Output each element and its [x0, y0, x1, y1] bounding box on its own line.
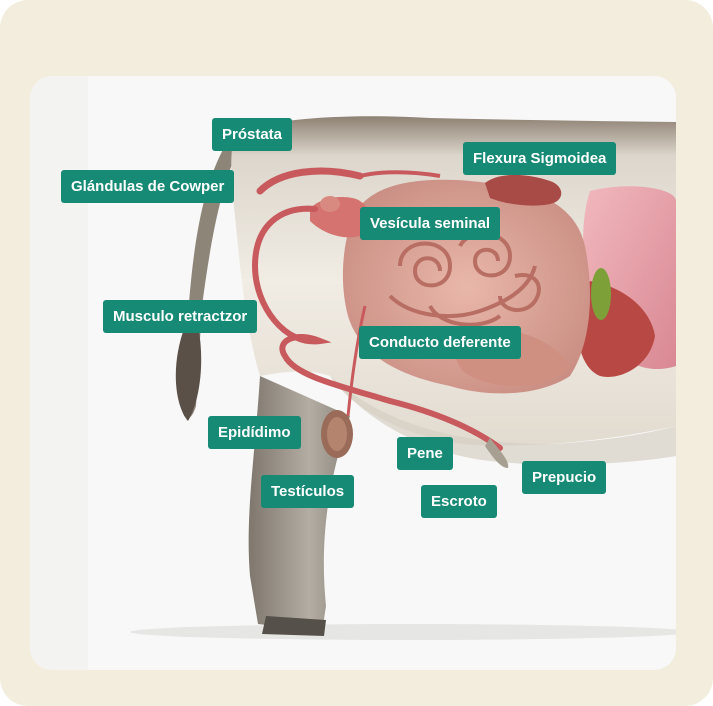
tail-tuft: [175, 326, 202, 421]
label-escroto: Escroto: [421, 485, 497, 518]
testicle-highlight: [327, 417, 347, 451]
label-glandulas-cowper: Glándulas de Cowper: [61, 170, 235, 203]
label-conducto-deferente: Conducto deferente: [359, 326, 521, 359]
penis-tract: [251, 205, 503, 451]
belly-shade: [330, 376, 676, 465]
duct-upper: [359, 170, 441, 178]
gallbladder: [591, 268, 611, 320]
diagram-panel: Próstata Flexura Sigmoidea Glándulas de …: [30, 76, 676, 670]
label-musculo-retractor: Musculo retractzor: [103, 300, 258, 333]
hoof: [262, 616, 326, 636]
flexura-organ: [485, 174, 562, 206]
sheath: [485, 438, 509, 468]
label-flexura-sigmoidea: Flexura Sigmoidea: [463, 142, 617, 175]
vas-deferens: [346, 305, 367, 417]
label-testiculos: Testículos: [261, 475, 355, 508]
label-vesicula-seminal: Vesícula seminal: [360, 207, 501, 240]
label-epididimo: Epidídimo: [208, 416, 301, 449]
floor-shadow: [130, 624, 676, 640]
label-prostata: Próstata: [212, 118, 293, 151]
label-prepucio: Prepucio: [522, 461, 607, 494]
cowper-gland: [320, 196, 340, 212]
label-pene: Pene: [397, 437, 453, 470]
urethra-upper: [256, 167, 364, 195]
